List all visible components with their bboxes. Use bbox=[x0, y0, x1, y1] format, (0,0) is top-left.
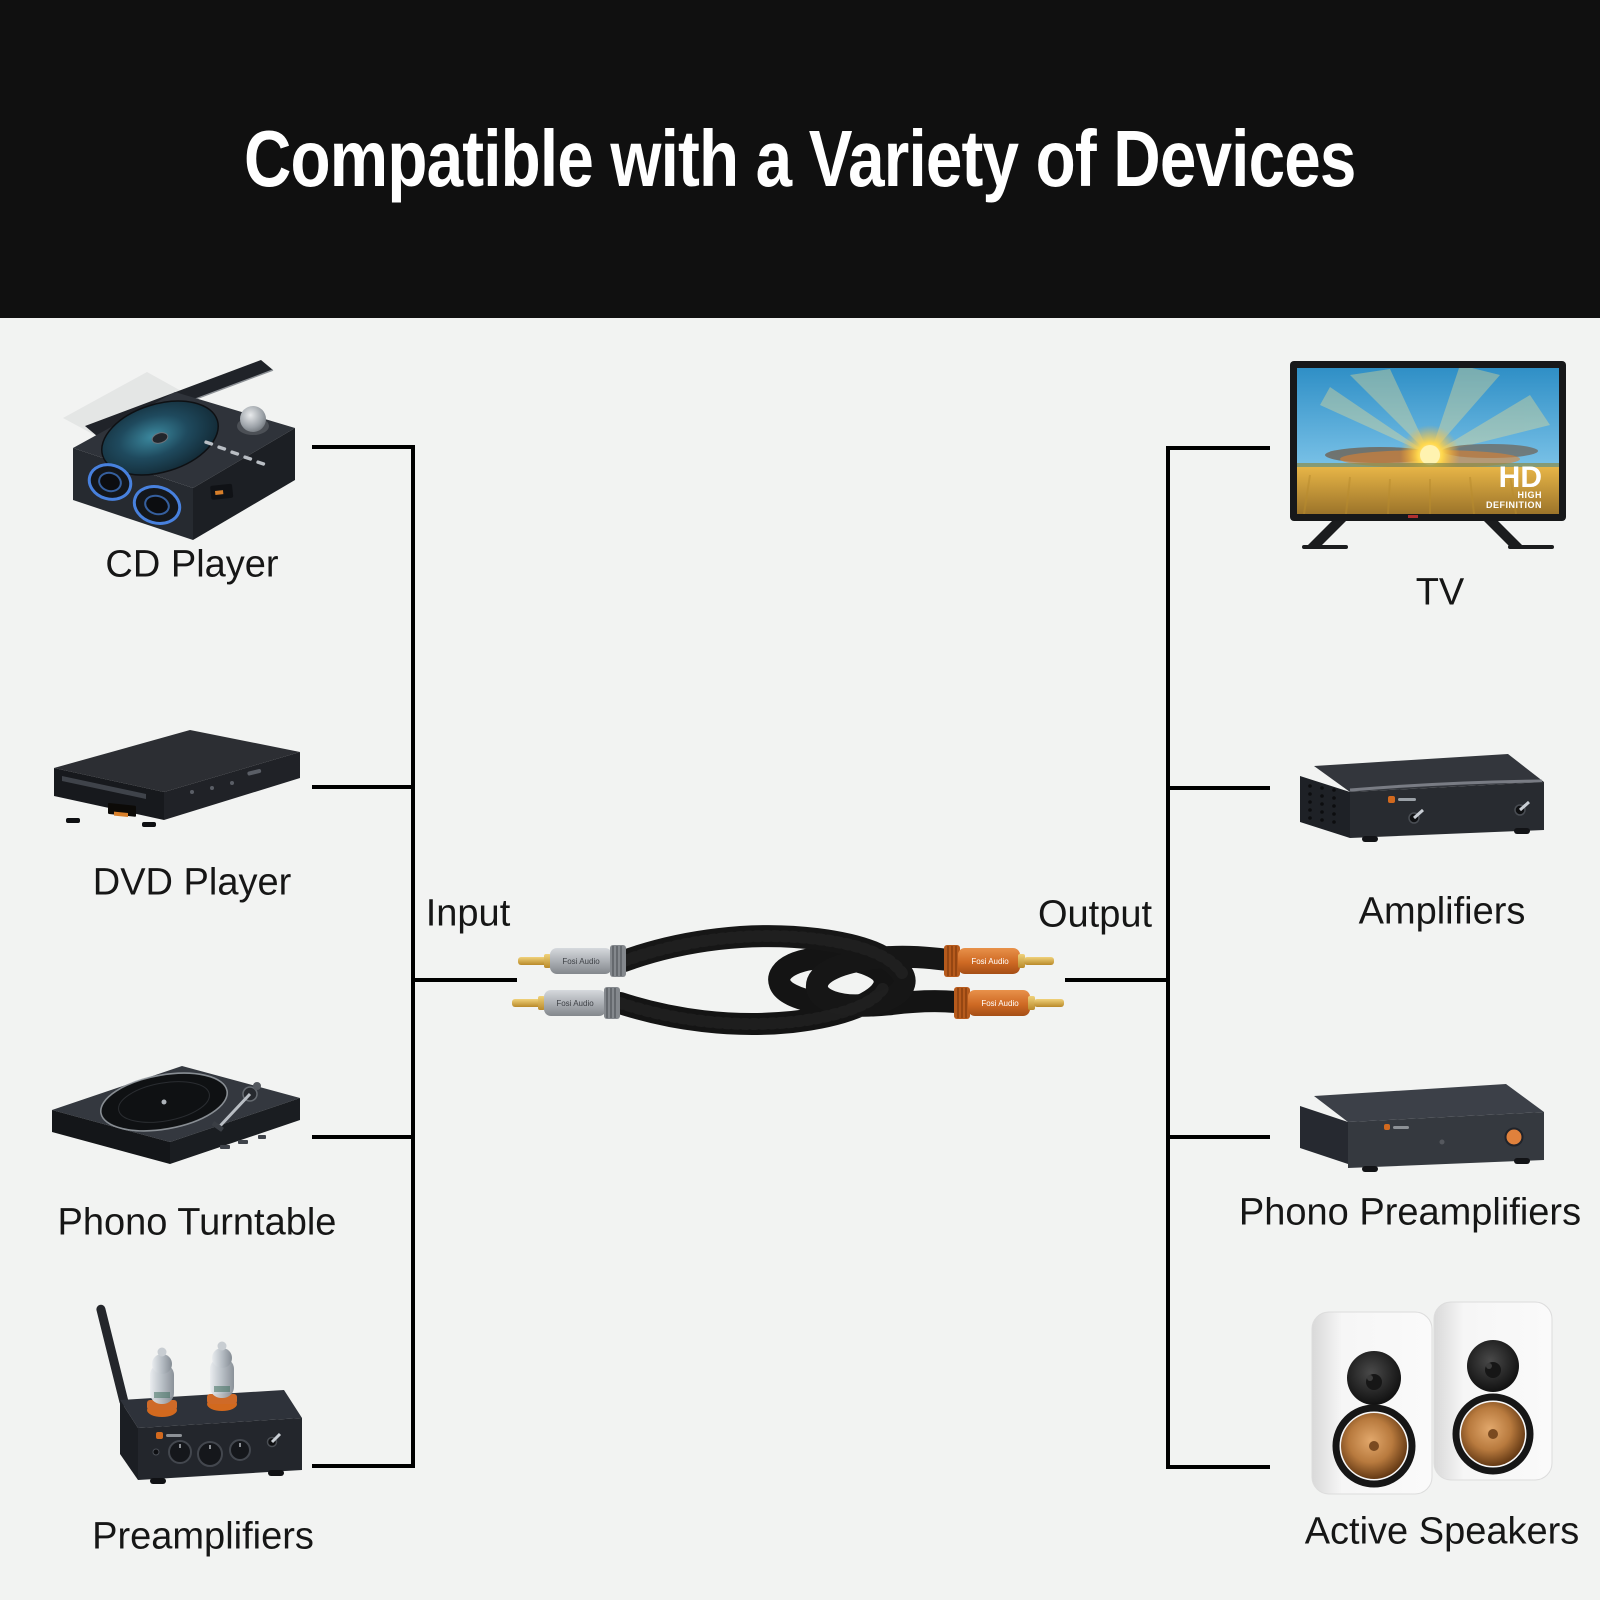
rca-connector-right-top: Fosi Audio bbox=[944, 945, 1054, 977]
preamp-side bbox=[120, 1400, 138, 1480]
left-connection-lines bbox=[312, 445, 517, 1468]
svg-text:Fosi Audio: Fosi Audio bbox=[971, 957, 1009, 966]
svg-text:DEFINITION: DEFINITION bbox=[1486, 500, 1542, 510]
cd-player-label: CD Player bbox=[105, 543, 279, 586]
cd-player-knob bbox=[240, 406, 266, 432]
preamplifier-image bbox=[96, 1304, 302, 1484]
hd-badge: HD HIGH DEFINITION bbox=[1486, 461, 1542, 510]
phono-preamplifiers-label: Phono Preamplifiers bbox=[1238, 1191, 1582, 1234]
phono-preamp-button bbox=[1504, 1127, 1524, 1147]
phono-turntable-image bbox=[52, 1066, 300, 1164]
preamp-tube-right bbox=[207, 1341, 237, 1411]
input-label: Input bbox=[425, 892, 511, 935]
svg-text:HD: HD bbox=[1499, 461, 1542, 494]
preamp-logo bbox=[156, 1432, 182, 1439]
cd-player-side bbox=[193, 428, 295, 540]
preamp-toggle bbox=[266, 1432, 282, 1448]
phono-preamp-logo bbox=[1384, 1124, 1409, 1130]
dvd-buttons bbox=[190, 769, 262, 794]
cd-player-buttons bbox=[204, 440, 266, 466]
active-speakers-image bbox=[1311, 1301, 1553, 1495]
preamp-tube-left bbox=[147, 1347, 177, 1417]
svg-text:HIGH: HIGH bbox=[1518, 490, 1543, 500]
dvd-disc-tray bbox=[62, 776, 146, 799]
svg-text:Fosi Audio: Fosi Audio bbox=[556, 999, 594, 1008]
tv-label: TV bbox=[1415, 571, 1465, 614]
amplifier-vent-side bbox=[1300, 776, 1350, 838]
preamplifiers-label: Preamplifiers bbox=[92, 1515, 314, 1558]
active-speakers-label: Active Speakers bbox=[1304, 1510, 1580, 1553]
preamp-antenna bbox=[96, 1304, 129, 1406]
speaker-left bbox=[1311, 1311, 1433, 1495]
right-connection-lines bbox=[1065, 446, 1270, 1469]
phono-preamp-led bbox=[1439, 1139, 1445, 1145]
amplifier-switches bbox=[1408, 800, 1530, 824]
output-label: Output bbox=[1037, 893, 1153, 936]
dvd-top bbox=[54, 730, 300, 792]
phono-preamp-side bbox=[1300, 1106, 1348, 1164]
amplifier-front bbox=[1350, 782, 1544, 838]
tv-image: HD HIGH DEFINITION bbox=[1290, 361, 1566, 549]
tv-legs bbox=[1302, 521, 1554, 549]
phono-preamp-top bbox=[1314, 1084, 1544, 1122]
turntable-base-front bbox=[52, 1110, 170, 1164]
turntable-tonearm bbox=[211, 1082, 261, 1132]
dvd-side bbox=[164, 752, 300, 820]
speaker-left-woofer-ring bbox=[1332, 1404, 1416, 1488]
phono-turntable-label: Phono Turntable bbox=[57, 1201, 337, 1244]
rca-connector-left-bottom: Fosi Audio bbox=[512, 987, 620, 1019]
turntable-spindle bbox=[161, 1099, 167, 1105]
tv-screen: HD HIGH DEFINITION bbox=[1297, 368, 1559, 514]
page-title: Compatible with a Variety of Devices bbox=[244, 114, 1356, 203]
turntable-buttons bbox=[220, 1135, 266, 1149]
tv-logo bbox=[1408, 515, 1418, 518]
cd-player-speakers bbox=[87, 463, 182, 525]
amplifier-logo bbox=[1388, 796, 1416, 803]
preamp-knobs bbox=[168, 1439, 251, 1467]
speaker-right-woofer-ring bbox=[1452, 1393, 1534, 1475]
dvd-player-image bbox=[54, 730, 300, 827]
preamp-jack bbox=[152, 1448, 160, 1456]
turntable-base-side bbox=[170, 1098, 300, 1164]
cable-knot bbox=[609, 925, 967, 1035]
rca-cable-image: Fosi Audio Fosi Audio Fosi Audio bbox=[512, 925, 1064, 1035]
svg-text:Fosi Audio: Fosi Audio bbox=[981, 999, 1019, 1008]
phono-preamplifier-image bbox=[1300, 1084, 1544, 1172]
header-band: Compatible with a Variety of Devices bbox=[0, 0, 1600, 318]
amplifier-image bbox=[1300, 754, 1544, 842]
speaker-right bbox=[1433, 1301, 1553, 1481]
svg-text:Fosi Audio: Fosi Audio bbox=[562, 957, 600, 966]
rca-connector-right-bottom: Fosi Audio bbox=[954, 987, 1064, 1019]
cd-player-image bbox=[63, 360, 295, 540]
dvd-player-label: DVD Player bbox=[92, 861, 292, 904]
amplifiers-label: Amplifiers bbox=[1358, 890, 1526, 933]
amplifier-vents bbox=[1308, 784, 1336, 824]
rca-connector-left-top: Fosi Audio bbox=[518, 945, 626, 977]
